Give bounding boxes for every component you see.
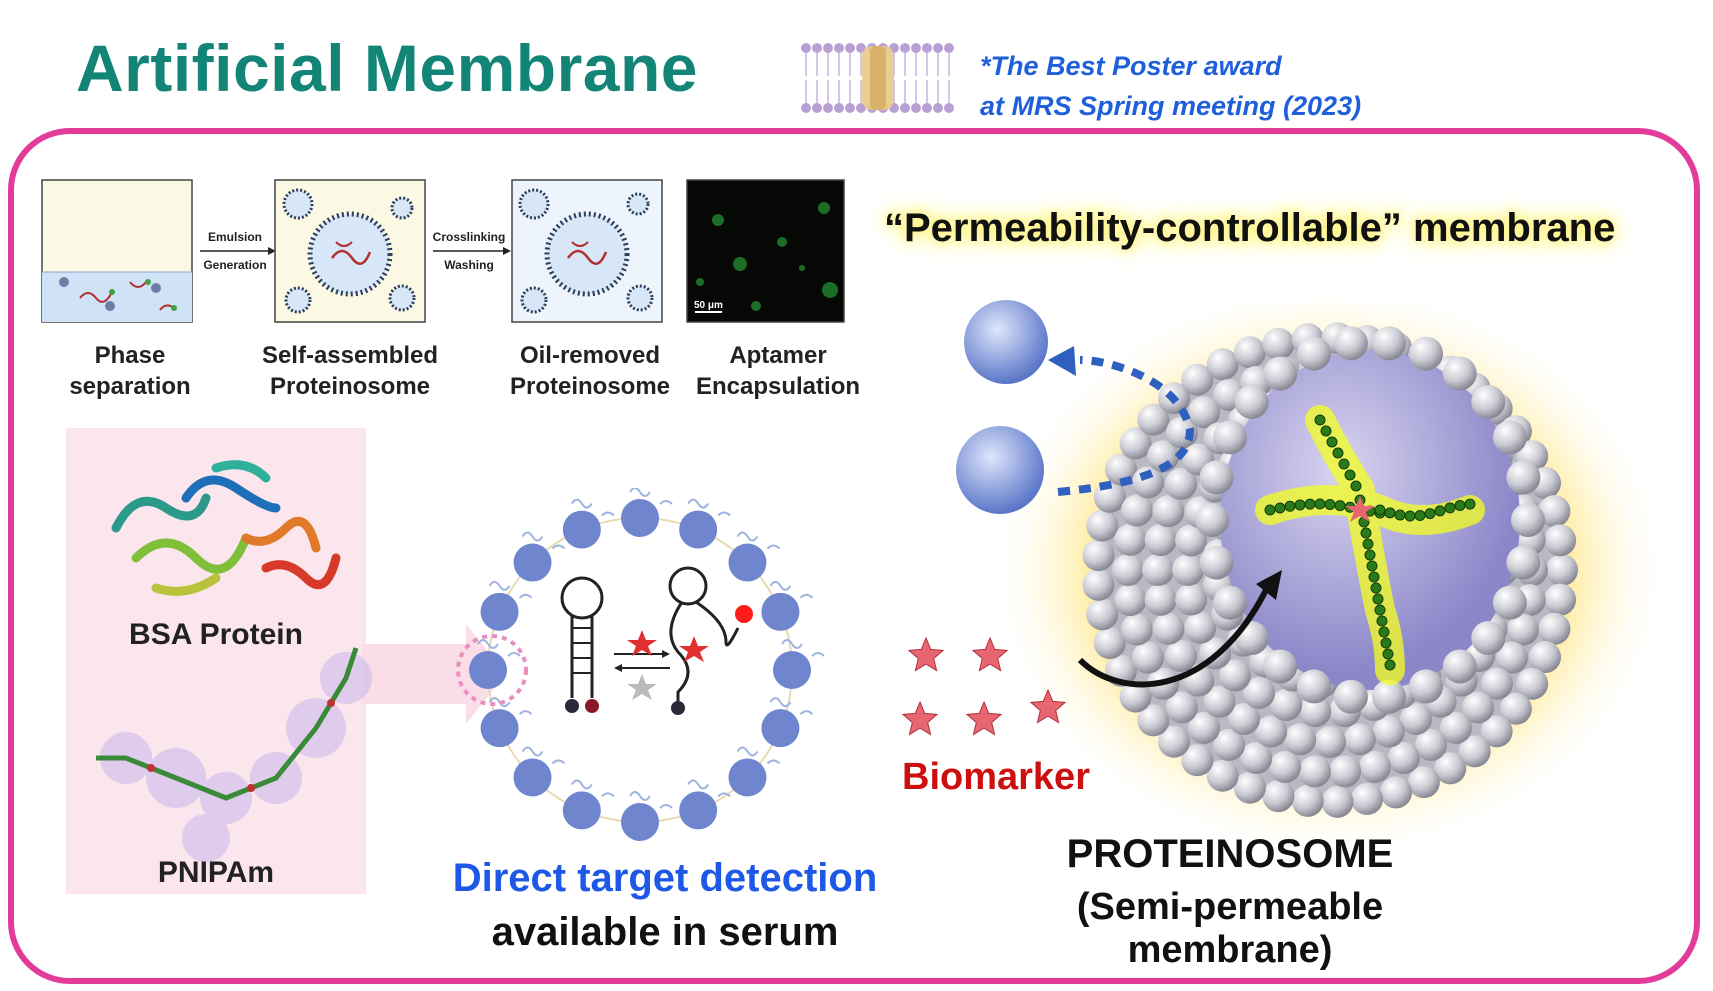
vesicle-protein — [562, 510, 601, 549]
scale-bar-label: 50 μm — [694, 300, 723, 311]
arrow2-line1: Crosslinking — [432, 230, 506, 244]
caption-oil-removed: Oil-removed Proteinosome — [500, 340, 680, 402]
released-protein-1 — [964, 300, 1048, 384]
biomarker-star — [965, 700, 1003, 736]
membrane-illustration — [801, 43, 954, 113]
pnipam-label: PNIPAm — [157, 856, 275, 889]
process-panels — [41, 179, 845, 323]
proteinosome-illustration — [901, 300, 1670, 860]
caption-self-assembled: Self-assembled Proteinosome — [250, 340, 450, 402]
vesicle-protein — [562, 791, 601, 830]
content-frame — [8, 128, 1700, 984]
self-assembled-panel — [274, 179, 426, 323]
aptamer-hairpin-closed — [560, 576, 604, 698]
caption-1-line1: Phase — [94, 342, 166, 369]
bsa-protein-label: BSA Protein — [129, 618, 303, 651]
released-protein-2 — [956, 426, 1044, 514]
biomarker-star — [901, 700, 939, 736]
arrow-label-emulsion: Emulsion Generation — [196, 223, 274, 279]
biomarker-star — [971, 636, 1009, 672]
vesicle-protein — [679, 510, 718, 549]
arrow2-line2: Washing — [444, 258, 494, 272]
award-line-2: at MRS Spring meeting (2023) — [980, 91, 1362, 121]
proteinosome-subtitle: (Semi-permeable membrane) — [1076, 886, 1384, 971]
proteinosome-title: PROTEINOSOME — [1066, 832, 1394, 876]
vesicle-protein — [480, 592, 519, 631]
arrow1-line2: Generation — [203, 258, 267, 272]
caption-2-line1: Self-assembled — [261, 342, 439, 369]
poster-title: Artificial Membrane — [76, 31, 698, 105]
caption-2-line2: Proteinosome — [269, 373, 431, 400]
phase-separation-panel — [41, 179, 193, 323]
caption-4-line2: Encapsulation — [695, 373, 861, 400]
vesicle-protein — [469, 651, 507, 689]
vesicle-protein — [679, 791, 718, 830]
sensor-vesicle — [456, 488, 825, 841]
detection-title: Direct target detection — [452, 856, 878, 900]
caption-1-line2: separation — [69, 373, 191, 400]
vesicle-protein — [621, 499, 659, 537]
pnipam-structure — [96, 647, 372, 862]
microscopy-panel — [686, 179, 845, 323]
award-line-1: *The Best Poster award — [980, 51, 1282, 81]
caption-4-line1: Aptamer — [729, 342, 827, 369]
biomarker-star — [907, 636, 945, 672]
vesicle-protein — [513, 543, 552, 582]
vesicle-protein — [728, 543, 767, 582]
components-panel — [66, 428, 506, 894]
award-note: *The Best Poster award at MRS Spring mee… — [980, 46, 1361, 126]
caption-3-line1: Oil-removed — [519, 342, 661, 369]
caption-3-line2: Proteinosome — [509, 373, 671, 400]
caption-aptamer: Aptamer Encapsulation — [684, 340, 872, 402]
vesicle-protein — [761, 592, 800, 631]
detection-subtitle: available in serum — [491, 910, 839, 954]
oil-removed-panel — [511, 179, 663, 323]
vesicle-protein — [728, 758, 767, 797]
vesicle-protein — [761, 709, 800, 748]
permeability-heading: “Permeability-controllable” membrane — [884, 206, 1616, 250]
aptamer-hairpin-open — [668, 566, 740, 702]
arrow1-line1: Emulsion — [207, 230, 262, 244]
vesicle-protein — [773, 651, 811, 689]
arrow-label-crosslinking: Crosslinking Washing — [428, 223, 510, 279]
caption-phase-separation: Phase separation — [40, 340, 220, 402]
bsa-protein-structure — [111, 460, 341, 596]
vesicle-protein — [513, 758, 552, 797]
biomarker-label: Biomarker — [902, 756, 1090, 798]
biomarker-star — [1029, 688, 1067, 724]
vesicle-protein — [480, 709, 519, 748]
vesicle-protein — [621, 803, 659, 841]
